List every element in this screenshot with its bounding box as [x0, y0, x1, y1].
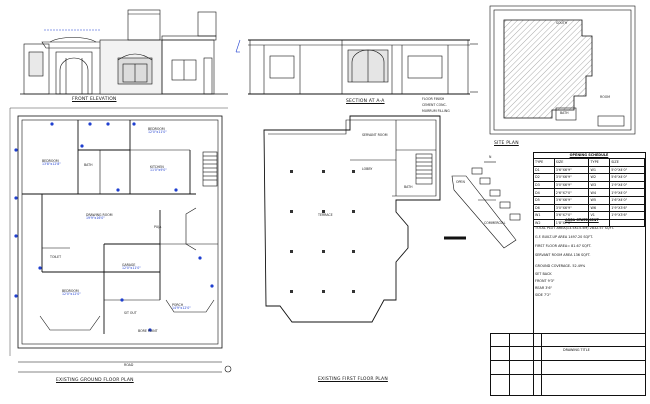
schedule-cell: W6: [588, 203, 611, 213]
section-note-2: CEMENT CONC.: [422, 103, 447, 107]
ff-lobby-label: LOBBY: [362, 167, 373, 171]
section-note-1: FLOOR FINISH: [422, 97, 445, 101]
schedule-header: TYPE: [533, 158, 555, 167]
schedule-header: SIZE: [553, 158, 590, 167]
room-puja: PUJA: [154, 225, 162, 229]
front-elevation-title: FRONT ELEVATION: [72, 97, 117, 102]
schedule-cell: 1'9"X4'0": [609, 180, 645, 190]
area-line-2: G.F. BUILT-UP AREA 1497.20 SQFT.: [535, 235, 593, 239]
column-marks: [290, 170, 355, 293]
schedule-cell: 1'9"X3'6": [609, 203, 645, 213]
site-label-open: OPEN: [456, 180, 465, 184]
area-line-5: GROUND COVERAGE- 52.49%: [535, 264, 586, 268]
schedule-cell: D1: [533, 165, 555, 175]
schedule-cell: D6: [533, 203, 555, 213]
room-sitout: SIT OUT: [124, 311, 137, 315]
schedule-cell: 3'0"X6'9": [553, 180, 590, 190]
schedule-cell: 5'0"X4'0": [609, 165, 645, 175]
schedule-cell: 1'9"X3'6": [609, 211, 645, 220]
title-block-text: DRAWING TITLE: [563, 348, 590, 352]
ff-servant-label: SERVANT ROOM: [362, 133, 388, 137]
schedule-cell: 2'6"X7'0": [553, 188, 590, 197]
schedule-cell: 3'6"X6'9": [553, 195, 590, 205]
opening-tag-marks: [14, 122, 214, 332]
schedule-cell: W3: [588, 180, 611, 190]
schedule-cell: 1'8"X7'0": [553, 218, 590, 228]
ground-floor-title: EXISTING GROUND FLOOR PLAN: [56, 378, 134, 383]
area-line-6: SET BACK: [535, 272, 552, 276]
schedule-header: TYPE: [588, 158, 611, 167]
location-sketch-drawing: [444, 161, 521, 249]
schedule-cell: D4: [533, 188, 555, 197]
title-block: DRAWING TITLE: [490, 333, 646, 396]
schedule-cell: 1'9"X4'0": [609, 188, 645, 197]
schedule-cell: W1: [588, 165, 611, 175]
schedule-cell: W2: [588, 173, 611, 182]
area-line-3: FIRST FLOOR AREA= 81.67 SQFT.: [535, 244, 592, 248]
schedule-cell: 3'0"X6'9": [553, 203, 590, 213]
schedule-header: SIZE: [609, 158, 645, 167]
room-bath: BATH: [84, 163, 93, 167]
schedule-cell: W5: [588, 195, 611, 205]
ff-bath-label: BATH: [404, 185, 413, 189]
area-line-4: SERVANT ROOM AREA 136 SQFT.: [535, 253, 591, 257]
schedule-cell: 3'0"X6'9": [553, 173, 590, 182]
north-label: N: [489, 155, 492, 159]
site-label-south: SOUTH: [556, 21, 568, 25]
schedule-cell: D5: [533, 195, 555, 205]
area-statement-title: AREA STATEMENT: [565, 218, 599, 222]
schedule-cell: 5'6"X4'0": [609, 173, 645, 182]
section-note-3: MURRUM FILLING: [422, 109, 450, 113]
site-label-commercial: COMMERCIAL: [484, 221, 506, 225]
section-drawing: [235, 39, 478, 95]
schedule-cell: 3'6"X6'9": [553, 165, 590, 175]
first-floor-plan-drawing: [263, 115, 441, 323]
schedule-cell: D3: [533, 180, 555, 190]
ff-terrace-label: TERRACE: [318, 213, 333, 217]
area-line-1: TOTAL PLOT AREA(13.5X15.5M) 2832.57 SQFT…: [535, 226, 615, 230]
site-plan-drawing: [489, 5, 636, 135]
section-title: SECTION AT A-A: [346, 99, 385, 104]
schedule-cell: W4: [588, 188, 611, 197]
schedule-cell: 1'6"X4'0": [609, 195, 645, 205]
site-label-bath: BATH: [560, 111, 569, 115]
first-floor-title: EXISTING FIRST FLOOR PLAN: [318, 377, 388, 382]
ground-floor-plan-drawing: [9, 107, 232, 373]
site-label-room: ROOM: [600, 95, 610, 99]
opening-schedule-title: OPENING SCHEDULE: [569, 153, 609, 157]
front-elevation-drawing: [20, 9, 228, 95]
area-line-8: REAR 3'6": [535, 286, 553, 290]
area-line-7: FRONT 9'3": [535, 279, 555, 283]
schedule-cell: [609, 218, 645, 228]
road-label: ROAD: [124, 363, 134, 367]
site-plan-title: SITE PLAN: [494, 141, 519, 146]
schedule-cell: D2: [533, 173, 555, 182]
schedule-cell: W1: [533, 211, 555, 220]
bore-point-label: BORE POINT: [138, 329, 158, 333]
room-toilet: TOILET: [50, 255, 62, 259]
area-line-9: SIDE 7'2": [535, 293, 551, 297]
